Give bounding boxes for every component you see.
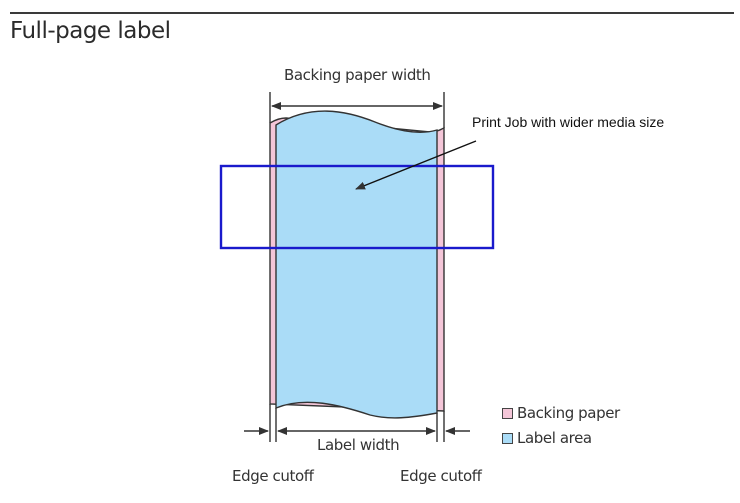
legend-item-backing-paper: Backing paper: [502, 404, 620, 422]
page-title: Full-page label: [10, 18, 171, 44]
top-rule: [10, 12, 734, 14]
annotation-arrow: [355, 140, 477, 190]
backing-paper-width-label: Backing paper width: [284, 66, 431, 84]
wider-media-box: [219, 164, 495, 250]
annotation-label: Print Job with wider media size: [472, 114, 665, 130]
backing-paper-swatch: [502, 407, 513, 419]
label-width-label: Label width: [317, 436, 400, 454]
label-area-swatch: [502, 432, 513, 444]
edge-cutoff-right-label: Edge cutoff: [400, 467, 482, 485]
legend-label: Backing paper: [517, 404, 620, 422]
edge-cutoff-left-label: Edge cutoff: [232, 467, 314, 485]
legend-label: Label area: [517, 429, 592, 447]
label-area: [275, 110, 438, 419]
legend-item-label-area: Label area: [502, 429, 592, 447]
